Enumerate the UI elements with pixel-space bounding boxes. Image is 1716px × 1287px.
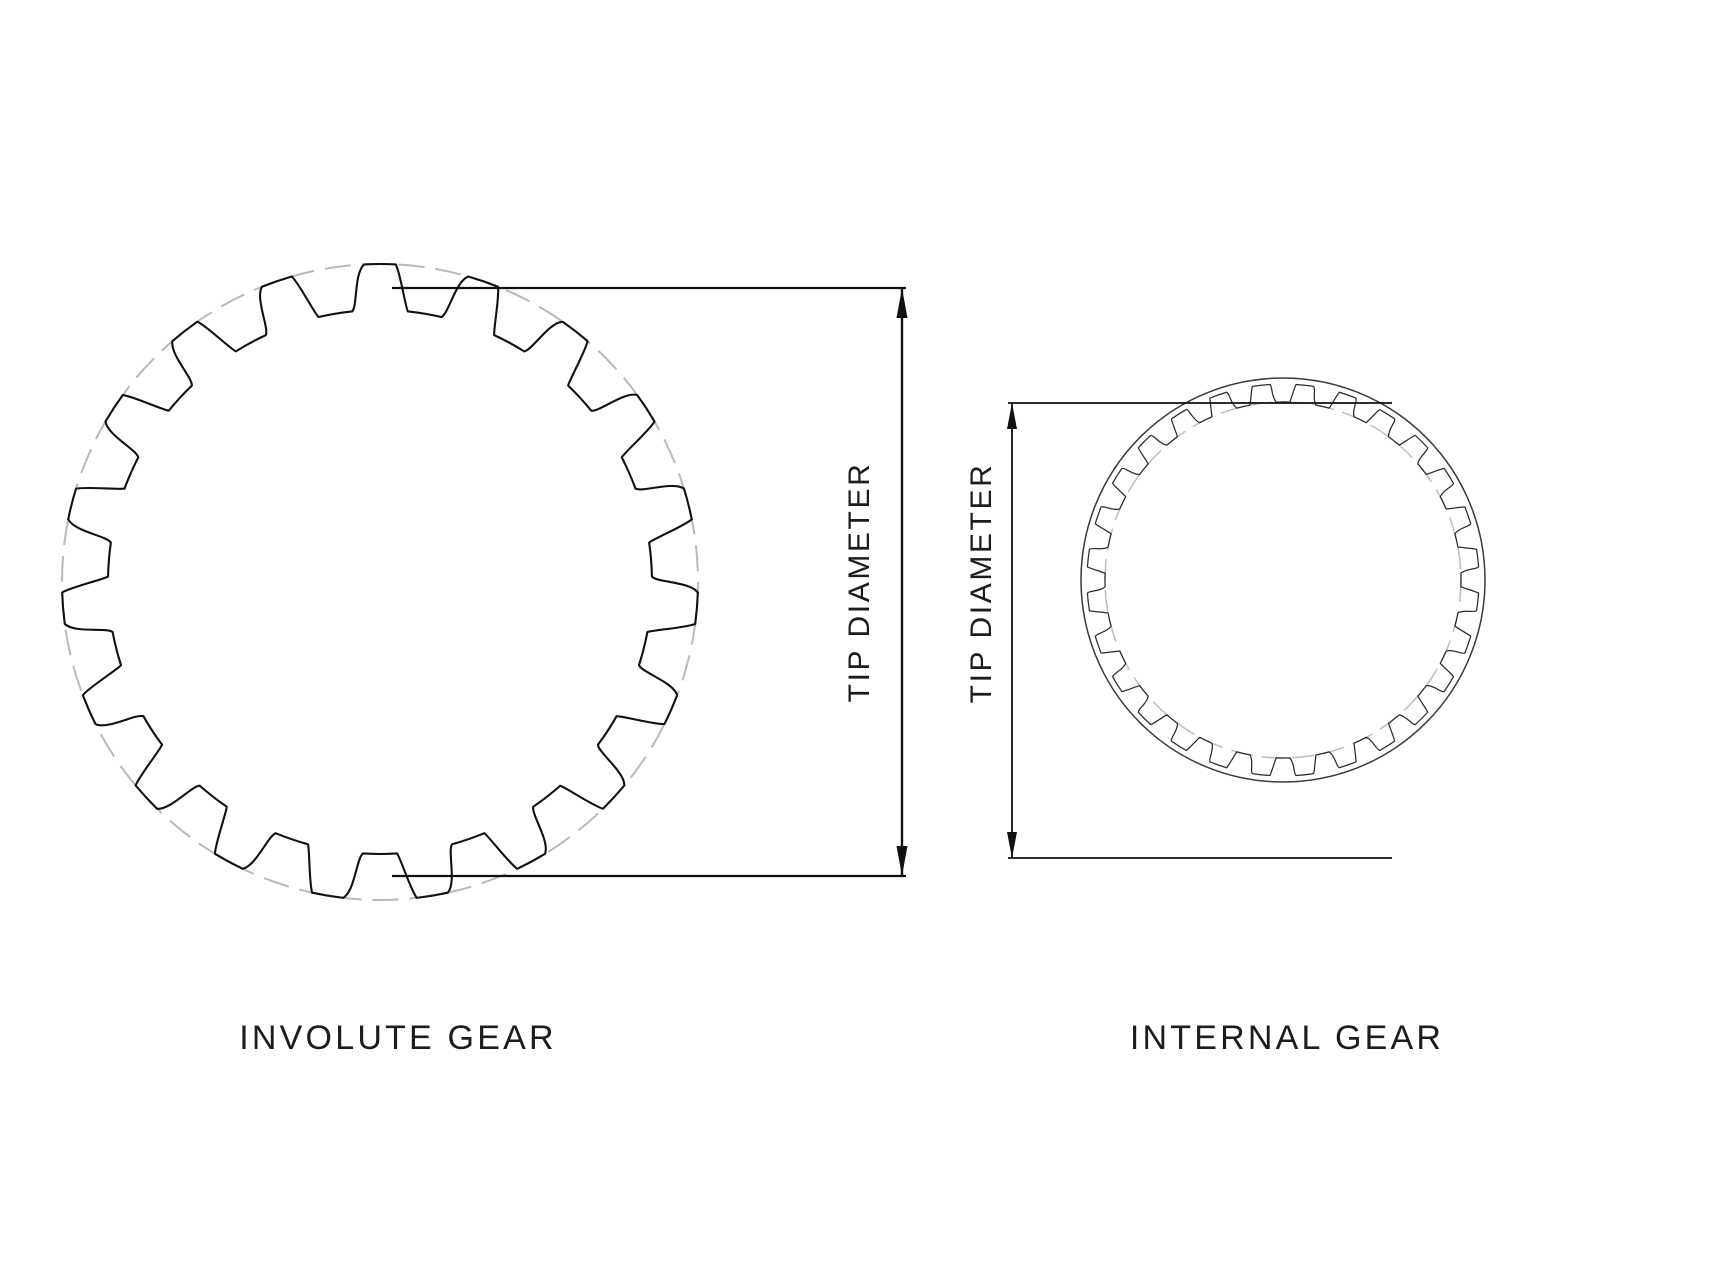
involute-arrowhead-bottom — [896, 846, 908, 876]
involute-arrowhead-top — [896, 288, 908, 318]
internal-gear-figure — [1080, 377, 1486, 783]
involute-gear-figure — [61, 262, 699, 901]
involute-dimension-group: TIP DIAMETER — [392, 286, 908, 878]
involute-tip-circle — [61, 263, 699, 901]
internal-gear-caption: INTERNAL GEAR — [1130, 1019, 1444, 1057]
internal-arrowhead-top — [1007, 403, 1017, 429]
internal-tip-diameter-label: TIP DIAMETER — [965, 463, 998, 704]
involute-gear-caption: INVOLUTE GEAR — [239, 1019, 556, 1057]
internal-tip-circle — [1104, 401, 1462, 759]
internal-arrowhead-bottom — [1007, 832, 1017, 858]
internal-gear-outer-rim-circle — [1080, 377, 1486, 783]
involute-tooth-profile — [61, 262, 699, 899]
internal-tooth-profile — [1086, 383, 1480, 777]
involute-tip-diameter-label: TIP DIAMETER — [843, 462, 876, 703]
internal-dimension-group: TIP DIAMETER — [965, 402, 1392, 859]
